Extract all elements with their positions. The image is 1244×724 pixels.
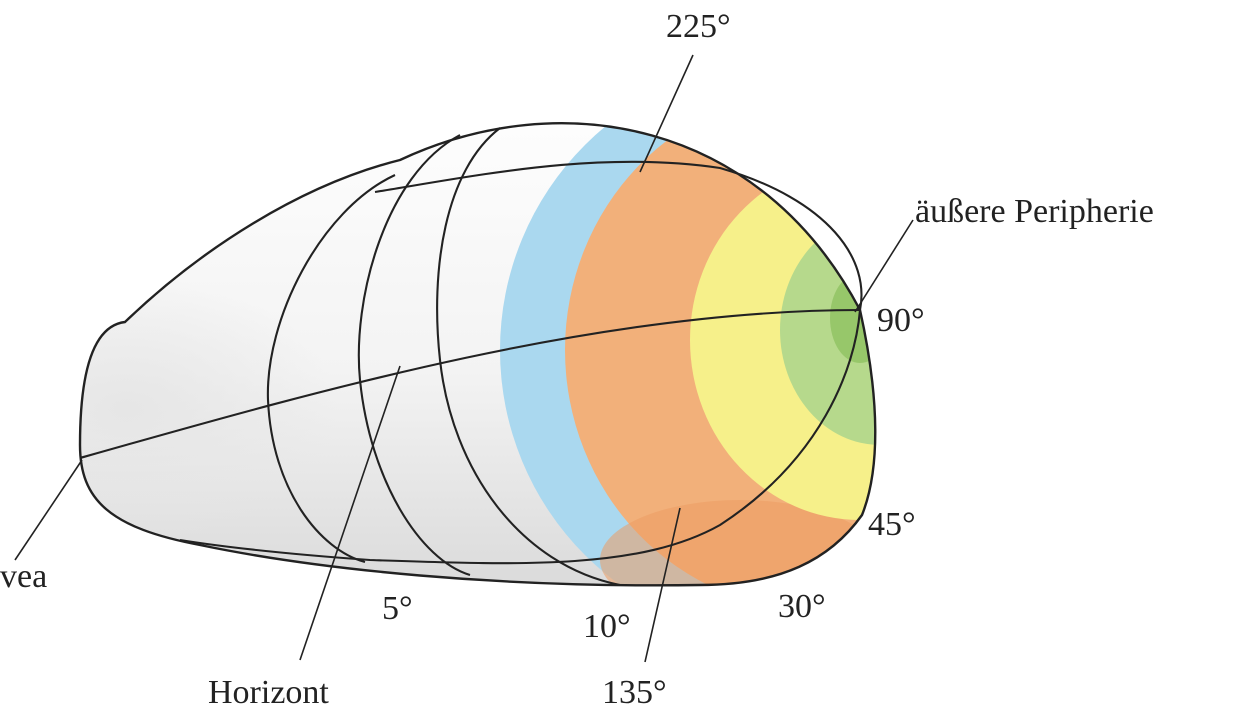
- label-90: 90°: [877, 304, 925, 338]
- label-5: 5°: [382, 592, 413, 626]
- cone-body: [60, 60, 1080, 640]
- label-10: 10°: [583, 610, 631, 644]
- label-45: 45°: [868, 508, 916, 542]
- leader-periphery: [855, 220, 913, 312]
- label-135: 135°: [602, 676, 667, 710]
- label-periphery: äußere Peripherie: [915, 195, 1154, 229]
- label-horizont: Horizont: [208, 676, 329, 710]
- label-225: 225°: [666, 10, 731, 44]
- label-30: 30°: [778, 590, 826, 624]
- label-fovea: vea: [0, 560, 47, 594]
- leader-fovea: [15, 460, 82, 560]
